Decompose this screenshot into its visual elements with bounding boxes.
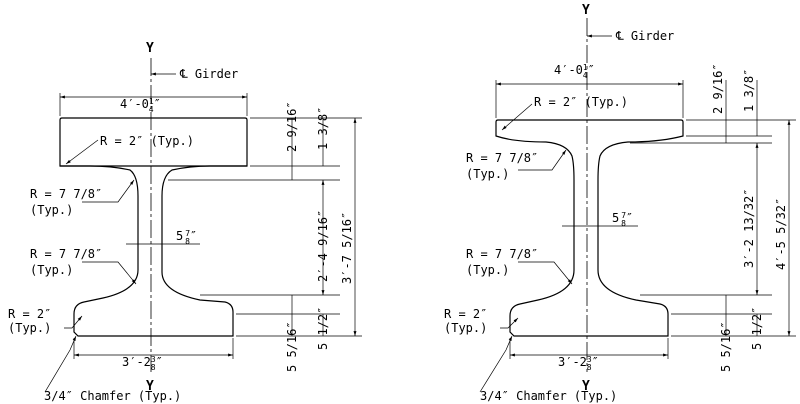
girder-outline [495, 119, 684, 337]
centerline-label: ℄ Girder [615, 29, 674, 43]
callout-r778-upper: R = 7 7/8″ [466, 151, 538, 165]
bottom-flange-dim-a: 5 5/16″ [285, 321, 299, 372]
web-height-dim: 3′-2 13/32″ [742, 189, 756, 268]
callout-r2-bottom-typ: (Typ.) [444, 321, 487, 335]
girder-outline [59, 117, 248, 337]
callout-r778-upper-typ: (Typ.) [30, 203, 73, 217]
callout-r778-upper-typ: (Typ.) [466, 167, 509, 181]
callout-r778-lower-typ: (Typ.) [466, 263, 509, 277]
callout-chamfer: 3/4″ Chamfer (Typ.) [44, 389, 181, 403]
axis-label-bottom: Y [582, 379, 590, 394]
callout-r2-bottom: R = 2″ [8, 307, 51, 321]
axis-label-top: Y [146, 41, 154, 56]
top-flange-dim-b: 1 3/8″ [316, 107, 330, 150]
web-height-dim: 2′-4 9/16″ [316, 210, 330, 282]
callout-r778-lower: R = 7 7/8″ [30, 247, 102, 261]
centerline-label: ℄ Girder [179, 67, 238, 81]
top-flange-dim-a: 2 9/16″ [285, 101, 299, 152]
callout-r778-lower-typ: (Typ.) [30, 263, 73, 277]
bottom-flange-dim-a: 5 5/16″ [719, 321, 733, 372]
callout-r2-bottom-typ: (Typ.) [8, 321, 51, 335]
top-flange-dim-a: 2 9/16″ [711, 63, 725, 114]
axis-label-bottom: Y [146, 379, 154, 394]
bottom-flange-dim-b: 5 1/2″ [316, 307, 330, 350]
axis-label-top: Y [582, 3, 590, 18]
bottom-flange-dim-b: 5 1/2″ [750, 307, 764, 350]
total-height-dim: 3′-7 5/16″ [340, 212, 354, 284]
callout-r2-top: R = 2″ (Typ.) [100, 134, 194, 148]
callout-r2-bottom: R = 2″ [444, 307, 487, 321]
callout-r2-top: R = 2″ (Typ.) [534, 95, 628, 109]
callout-r778-upper: R = 7 7/8″ [30, 187, 102, 201]
callout-chamfer: 3/4″ Chamfer (Typ.) [480, 389, 617, 403]
total-height-dim: 4′-5 5/32″ [774, 198, 788, 270]
callout-r778-lower: R = 7 7/8″ [466, 247, 538, 261]
top-flange-dim-b: 1 3/8″ [742, 69, 756, 112]
